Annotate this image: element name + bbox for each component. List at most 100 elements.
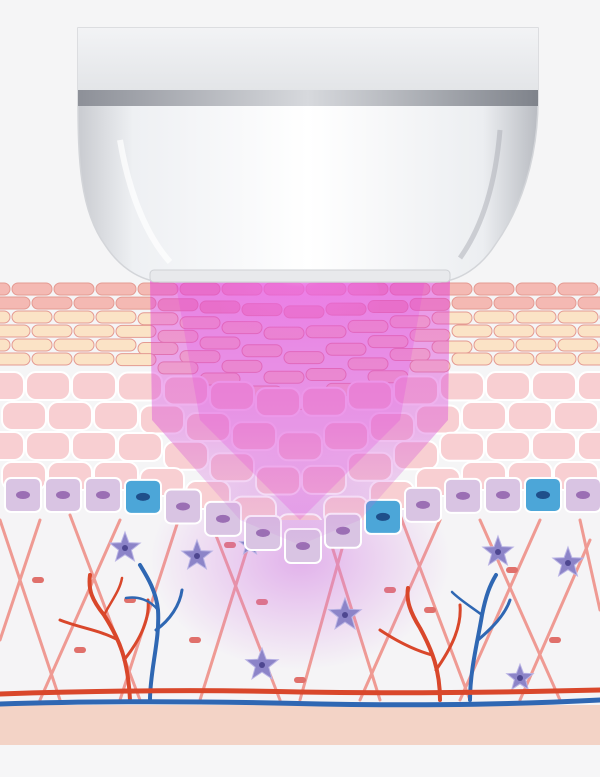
cell-nucleus — [496, 491, 510, 499]
corneum-cell — [31, 352, 73, 366]
corneum-cell — [73, 324, 115, 338]
keratinocyte — [485, 371, 531, 401]
fibroblast-nucleus — [194, 553, 200, 559]
fiber-junction — [549, 637, 561, 643]
fibroblast-nucleus — [342, 612, 348, 618]
corneum-cell — [11, 282, 53, 296]
corneum-cell — [451, 296, 493, 310]
keratinocyte — [531, 431, 577, 461]
device-band — [78, 90, 538, 106]
corneum-cell — [53, 338, 95, 352]
fiber-junction — [32, 577, 44, 583]
corneum-cell — [0, 310, 11, 324]
fibroblast-nucleus — [495, 549, 501, 555]
cell-nucleus — [536, 491, 550, 499]
corneum-cell — [11, 338, 53, 352]
corneum-cell — [11, 310, 53, 324]
keratinocyte — [117, 432, 163, 463]
keratinocyte — [71, 371, 117, 401]
corneum-cell — [515, 310, 557, 324]
fibroblast-nucleus — [565, 560, 571, 566]
fiber-junction — [74, 647, 86, 653]
subcutaneous-layer — [0, 694, 600, 777]
keratinocyte — [485, 431, 531, 461]
cell-nucleus — [96, 491, 110, 499]
corneum-cell — [31, 324, 73, 338]
corneum-cell — [557, 338, 599, 352]
corneum-cell — [577, 324, 600, 338]
corneum-cell — [535, 352, 577, 366]
collagen-fiber — [578, 518, 600, 612]
corneum-cell — [53, 282, 95, 296]
corneum-cell — [577, 352, 600, 366]
keratinocyte — [507, 401, 553, 431]
keratinocyte — [553, 401, 599, 431]
cell-nucleus — [336, 526, 350, 535]
keratinocyte — [531, 371, 577, 401]
basal-layer — [4, 477, 600, 565]
corneum-cell — [53, 310, 95, 324]
device-head — [77, 27, 539, 283]
fiber-junction — [294, 677, 306, 683]
keratinocyte — [93, 401, 139, 431]
fibroblast-nucleus — [122, 545, 128, 551]
fibroblast-nucleus — [259, 662, 265, 668]
fibroblast-nucleus — [517, 675, 523, 681]
corneum-cell — [577, 296, 600, 310]
corneum-cell — [493, 352, 535, 366]
cell-nucleus — [456, 491, 470, 500]
cell-nucleus — [176, 502, 190, 511]
cell-nucleus — [136, 492, 150, 501]
collagen-fiber — [0, 518, 62, 702]
corneum-cell — [0, 324, 31, 338]
corneum-cell — [95, 282, 137, 296]
keratinocyte — [439, 431, 485, 462]
keratinocyte — [71, 431, 117, 461]
keratinocyte — [47, 401, 93, 431]
corneum-cell — [115, 296, 157, 310]
blood-vessels — [0, 563, 600, 708]
corneum-cell — [115, 324, 157, 338]
corneum-cell — [493, 296, 535, 310]
collagen-fiber — [38, 518, 122, 702]
corneum-cell — [473, 338, 515, 352]
cell-nucleus — [376, 512, 390, 521]
corneum-cell — [535, 324, 577, 338]
corneum-cell — [0, 338, 11, 352]
corneum-cell — [473, 310, 515, 324]
cell-nucleus — [16, 491, 30, 499]
keratinocyte — [0, 431, 25, 461]
corneum-cell — [73, 296, 115, 310]
corneum-cell — [95, 338, 137, 352]
keratinocyte — [577, 431, 600, 461]
corneum-cell — [115, 353, 157, 367]
corneum-cell — [473, 282, 515, 296]
corneum-cell — [95, 310, 137, 324]
cell-nucleus — [416, 500, 430, 509]
corneum-cell — [31, 296, 73, 310]
keratinocyte — [0, 371, 25, 401]
corneum-cell — [451, 352, 493, 366]
corneum-cell — [0, 282, 11, 296]
cell-nucleus — [576, 491, 590, 499]
keratinocyte — [25, 371, 71, 401]
light-beam — [150, 240, 450, 545]
keratinocyte — [1, 401, 47, 431]
corneum-cell — [0, 296, 31, 310]
fiber-junction — [506, 567, 518, 573]
collagen-fiber — [0, 518, 42, 642]
corneum-cell — [535, 296, 577, 310]
corneum-cell — [451, 324, 493, 338]
corneum-cell — [493, 324, 535, 338]
cell-nucleus — [216, 514, 230, 523]
corneum-cell — [557, 310, 599, 324]
keratinocyte — [25, 431, 71, 461]
corneum-cell — [0, 352, 31, 366]
cell-nucleus — [56, 491, 70, 499]
corneum-cell — [557, 282, 599, 296]
corneum-cell — [515, 282, 557, 296]
keratinocyte — [577, 371, 600, 401]
keratinocyte — [461, 401, 507, 431]
